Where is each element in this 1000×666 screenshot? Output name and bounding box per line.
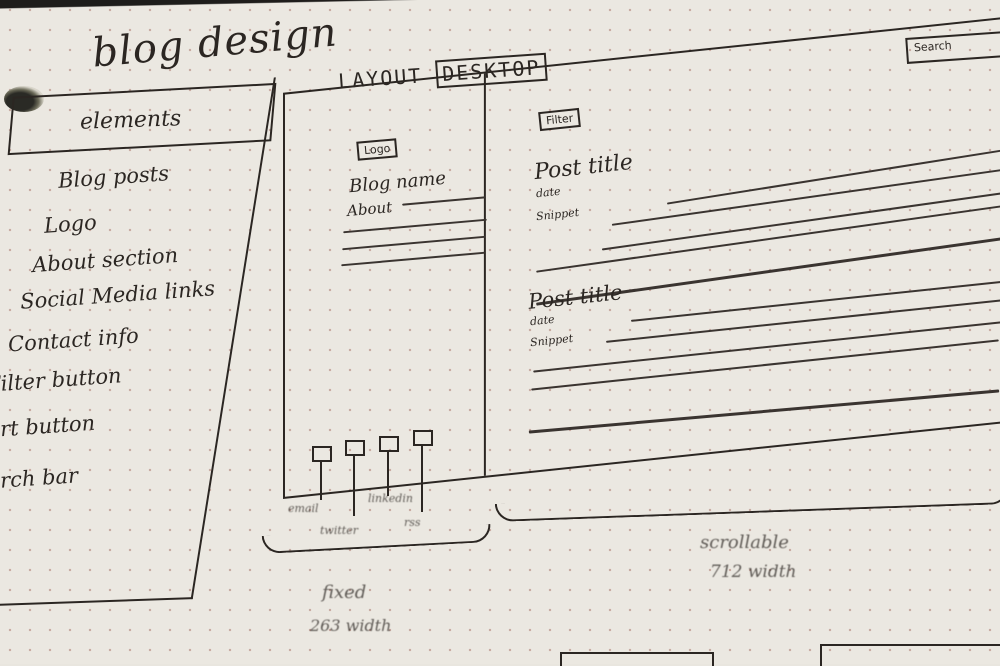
scrollable-width-label: 712 width xyxy=(710,562,797,582)
social-pointer xyxy=(421,446,423,512)
social-label: linkedin xyxy=(368,492,413,505)
social-label: email xyxy=(288,502,319,515)
partial-sketch-box xyxy=(820,644,1000,666)
social-link-icon xyxy=(379,436,399,452)
post-date: date xyxy=(529,312,556,329)
fixed-width-label: 263 width xyxy=(310,616,392,635)
post-date: date xyxy=(535,184,562,201)
social-label: twitter xyxy=(320,524,358,537)
scrollable-label: scrollable xyxy=(700,532,789,553)
social-pointer xyxy=(320,462,322,500)
social-link-icon xyxy=(413,430,433,446)
social-pointer xyxy=(387,452,389,496)
logo-box: Logo xyxy=(356,138,399,161)
social-pointer xyxy=(353,456,355,516)
elements-panel-title: elements xyxy=(79,106,182,135)
social-label: rss xyxy=(404,516,421,529)
social-link-icon xyxy=(345,440,365,456)
fixed-label: fixed xyxy=(322,582,367,603)
social-link-icon xyxy=(312,446,332,462)
partial-sketch-box xyxy=(560,652,714,666)
binder-hole xyxy=(4,86,44,112)
sidebar-divider xyxy=(483,73,486,476)
element-item: Logo xyxy=(43,210,98,238)
